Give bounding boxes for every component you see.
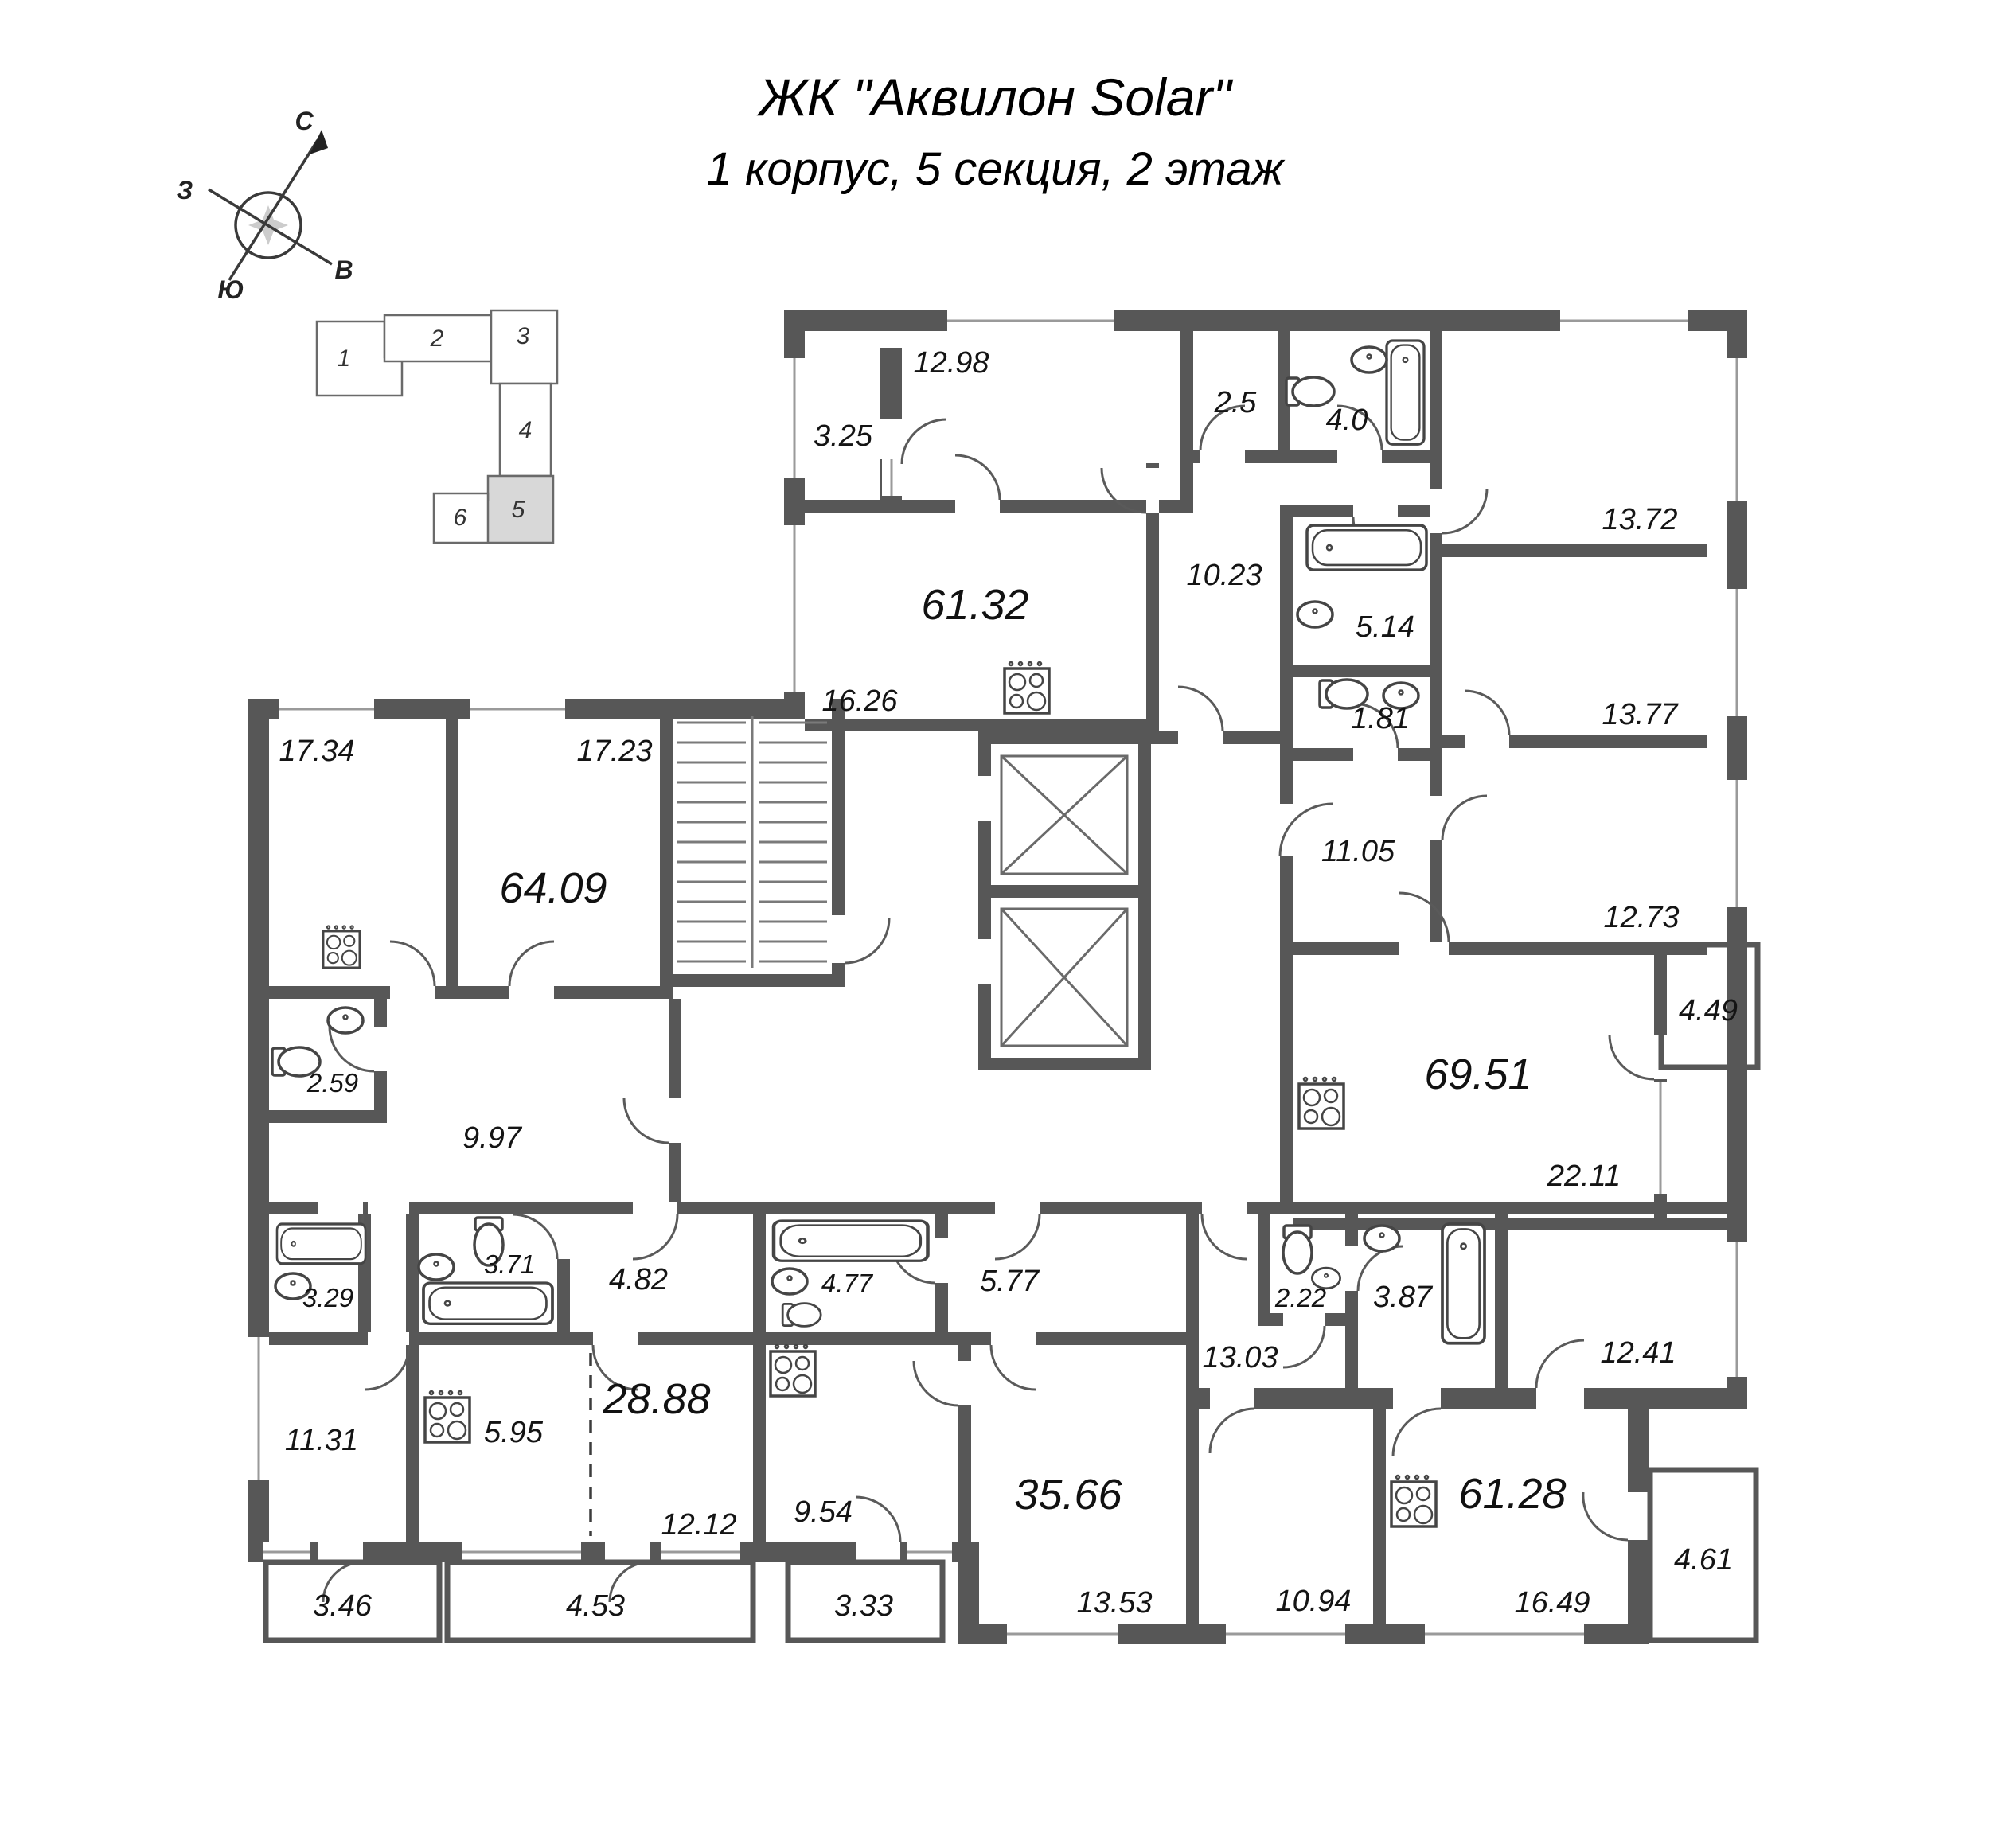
area-label-room-17-23: 17.23	[576, 735, 652, 768]
area-label-wc-1-81: 1.81	[1351, 702, 1410, 735]
sink-icon	[1350, 345, 1388, 374]
page-title: ЖК "Аквилон Solar"	[756, 68, 1233, 127]
area-label-room-13-72: 13.72	[1602, 503, 1677, 536]
page-subtitle: 1 корпус, 5 секция, 2 этаж	[707, 143, 1286, 195]
toilet-icon	[1285, 376, 1336, 407]
compass-north-label: С	[295, 107, 314, 135]
key-plan: 1 2 3 4 5 6	[315, 309, 559, 544]
area-label-kitchen-16-26: 16.26	[821, 684, 898, 718]
bathtub-icon	[1441, 1222, 1486, 1345]
area-label-wc-2-59: 2.59	[306, 1068, 358, 1097]
area-label-balcony-3-33: 3.33	[834, 1589, 893, 1623]
area-label-hall-4-82: 4.82	[609, 1263, 668, 1296]
toilet-icon	[781, 1302, 822, 1328]
bathtub-icon	[1305, 524, 1428, 571]
compass-west-label: З	[177, 176, 193, 205]
area-label-bath-3-29: 3.29	[302, 1283, 353, 1312]
area-label-hall-9-97: 9.97	[462, 1121, 523, 1155]
area-label-room-12-41: 12.41	[1600, 1336, 1676, 1370]
key-plan-section-2: 2	[430, 326, 444, 352]
area-label-apartment-35-66: 35.66	[1014, 1471, 1122, 1519]
stove-icon	[1003, 661, 1051, 715]
area-label-hall-13-03: 13.03	[1202, 1341, 1278, 1374]
stove-icon	[1297, 1076, 1345, 1130]
elevator-shaft-icon	[1000, 907, 1129, 1047]
area-label-bath-4-0: 4.0	[1326, 404, 1368, 437]
key-plan-section-5: 5	[512, 497, 525, 523]
area-label-room-12-12: 12.12	[661, 1508, 736, 1542]
compass-south-label: Ю	[217, 275, 244, 304]
title-block: ЖК "Аквилон Solar" 1 корпус, 5 секция, 2…	[707, 68, 1286, 195]
area-label-apartment-61-32: 61.32	[921, 581, 1028, 629]
area-label-balcony-4-61: 4.61	[1674, 1543, 1733, 1577]
key-plan-section-3: 3	[517, 323, 530, 349]
area-label-bath-3-87: 3.87	[1373, 1281, 1434, 1314]
bathtub-icon	[422, 1281, 554, 1326]
area-label-room-12-98: 12.98	[913, 346, 989, 380]
area-label-hall-10-23: 10.23	[1186, 559, 1262, 592]
compass-rose: С З В Ю	[177, 107, 353, 304]
area-label-balcony-3-46: 3.46	[313, 1589, 373, 1623]
area-label-room-13-53: 13.53	[1076, 1586, 1152, 1620]
area-label-wc-2-5: 2.5	[1214, 386, 1258, 419]
area-label-bath-3-71: 3.71	[484, 1250, 535, 1279]
area-label-room-10-94: 10.94	[1275, 1585, 1351, 1618]
area-label-balcony-4-49: 4.49	[1679, 994, 1738, 1027]
stove-icon	[769, 1343, 817, 1398]
area-label-apartment-69-51: 69.51	[1424, 1051, 1532, 1098]
area-label-wc-2-22: 2.22	[1274, 1283, 1326, 1312]
bathtub-icon	[774, 1221, 928, 1261]
area-label-bath-4-77: 4.77	[821, 1269, 874, 1298]
sink-icon	[1363, 1224, 1401, 1253]
sink-icon	[326, 1006, 365, 1035]
area-label-room-13-77: 13.77	[1602, 698, 1679, 731]
area-label-balcony-3-25: 3.25	[814, 419, 873, 453]
area-label-bath-5-14: 5.14	[1356, 610, 1414, 644]
area-label-hall-5-77: 5.77	[980, 1265, 1040, 1298]
toilet-icon	[1282, 1224, 1313, 1275]
area-label-kitchen-5-95: 5.95	[484, 1416, 544, 1449]
room-area-labels: 3.25 12.98 61.32 16.26 2.5 4.0 10.23 5.1…	[279, 346, 1738, 1623]
stairs	[677, 716, 827, 968]
elevators	[1000, 754, 1129, 1047]
area-label-apartment-61-28: 61.28	[1458, 1470, 1566, 1518]
key-plan-section-4: 4	[519, 417, 533, 443]
area-label-room-11-31: 11.31	[285, 1424, 358, 1457]
area-label-kitchen-9-54: 9.54	[794, 1495, 853, 1529]
sink-icon	[1296, 600, 1334, 629]
area-label-apartment-28-88: 28.88	[602, 1375, 710, 1423]
windows	[248, 310, 1747, 1644]
compass-east-label: В	[334, 255, 353, 284]
area-label-apartment-64-09: 64.09	[499, 864, 607, 912]
area-label-room-17-34: 17.34	[279, 735, 354, 768]
bathtub-icon	[1385, 339, 1426, 446]
area-label-hall-11-05: 11.05	[1321, 835, 1395, 868]
stove-icon	[322, 925, 361, 969]
stove-icon	[423, 1390, 471, 1444]
area-label-kitchen-22-11: 22.11	[1547, 1160, 1621, 1193]
key-plan-section-6: 6	[454, 505, 467, 531]
elevator-shaft-icon	[1000, 754, 1129, 875]
area-label-balcony-4-53: 4.53	[566, 1589, 625, 1623]
area-label-room-12-73: 12.73	[1603, 901, 1679, 934]
bathtub-icon	[275, 1222, 367, 1265]
key-plan-section-1: 1	[338, 345, 351, 372]
area-label-kitchen-16-49: 16.49	[1514, 1586, 1590, 1620]
balcony-rails	[263, 942, 1761, 1643]
sink-icon	[771, 1267, 809, 1296]
door-openings	[318, 419, 1667, 1562]
stove-icon	[1390, 1474, 1438, 1528]
sink-icon	[417, 1253, 455, 1281]
